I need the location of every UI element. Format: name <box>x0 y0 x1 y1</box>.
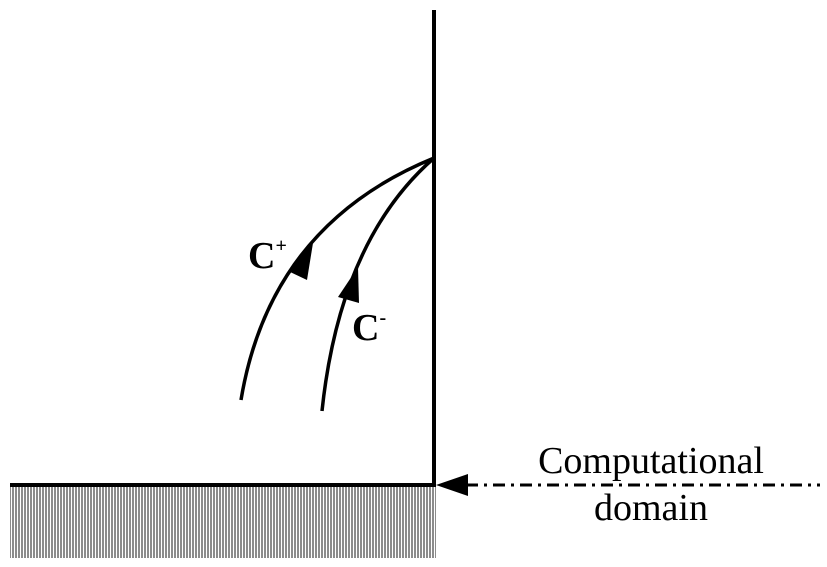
c-plus-label: C+ <box>248 235 287 277</box>
c-plus-base: C <box>248 235 275 277</box>
c-plus-curve <box>239 156 435 401</box>
c-plus-sup: + <box>275 235 286 257</box>
domain-label-line1: Computational <box>538 440 764 482</box>
c-minus-arrowhead-icon <box>338 267 359 303</box>
c-minus-sup: - <box>379 307 386 329</box>
domain-label-line2: domain <box>594 487 708 529</box>
c-minus-curve <box>320 156 436 412</box>
domain-arrowhead-icon <box>436 474 468 496</box>
c-minus-base: C <box>352 307 379 349</box>
ground-hatching <box>10 486 436 558</box>
c-plus-arrowhead-icon <box>288 243 313 280</box>
c-minus-label: C- <box>352 307 386 349</box>
